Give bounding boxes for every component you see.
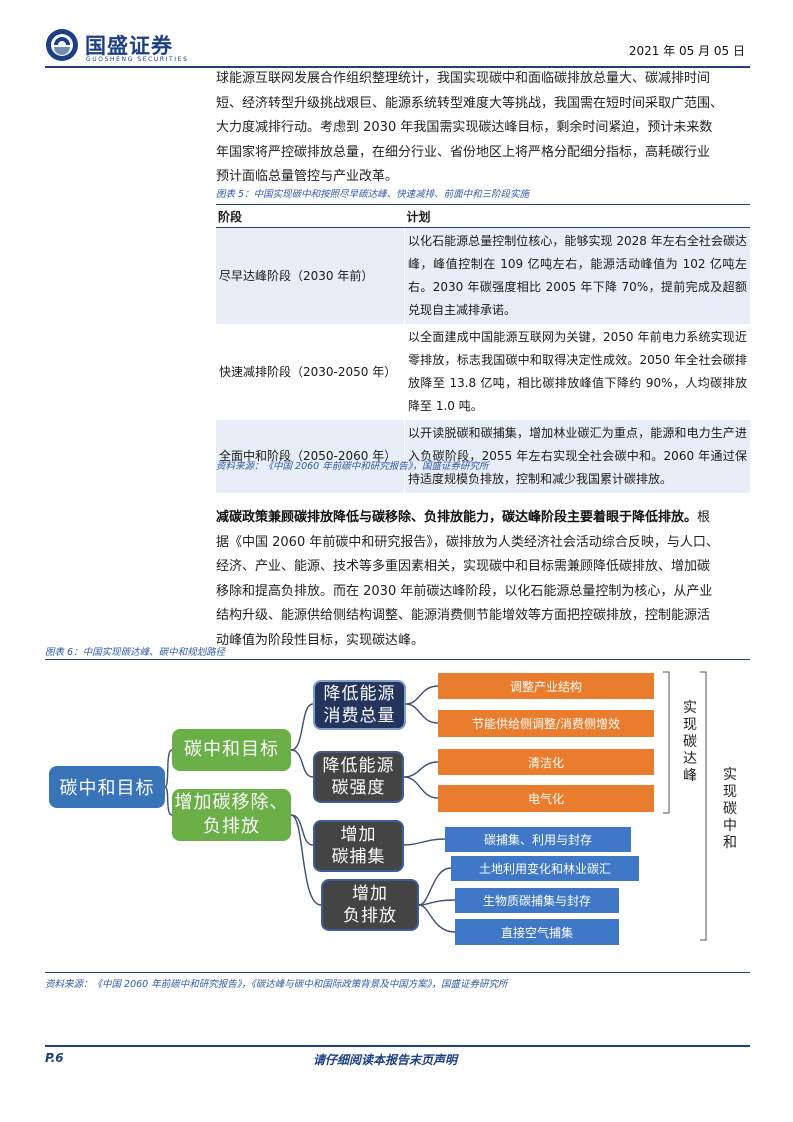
char: 实 bbox=[683, 700, 697, 716]
table5-source: 资料来源：《中国 2060 年前碳中和研究报告》，国盛证券研究所 bbox=[216, 461, 489, 472]
node-line: 增加 bbox=[340, 825, 377, 845]
node-line: 碳捕集 bbox=[331, 847, 386, 867]
key-sentence: 减碳政策兼顾碳排放降低与碳移除、负排放能力，碳达峰阶段主要着眼于降低排放。 bbox=[216, 510, 698, 525]
intro-paragraph: 球能源互联网发展合作组织整理统计，我国实现碳中和面临碳排放总量大、碳减排时间 短… bbox=[216, 67, 750, 190]
char: 实 bbox=[723, 767, 737, 783]
text-fragment: 根 bbox=[697, 510, 711, 525]
figure-bottom-rule bbox=[45, 972, 750, 973]
label-achieve-neutrality: 实 现 碳 中 和 bbox=[721, 767, 739, 852]
node-carbon-removal: 增加碳移除、 负排放 bbox=[172, 789, 291, 841]
node-carbon-neutral-goal: 碳中和目标 bbox=[172, 729, 291, 771]
leaf-electrification: 电气化 bbox=[438, 785, 654, 812]
leaf-clean-energy: 清洁化 bbox=[438, 749, 654, 775]
char: 中 bbox=[723, 818, 737, 834]
header-plan: 计划 bbox=[404, 205, 750, 228]
header-stage: 阶段 bbox=[216, 205, 405, 228]
text-line: 球能源互联网发展合作组织整理统计，我国实现碳中和面临碳排放总量大、碳减排时间 bbox=[216, 71, 711, 86]
node-line: 降低能源 bbox=[322, 756, 395, 776]
logo-mark-icon bbox=[46, 29, 78, 61]
text-line: 短、经济转型升级挑战艰巨、能源系统转型难度大等挑战，我国需在短时间采取广范围、 bbox=[216, 95, 724, 111]
stage-cell: 全面中和阶段（2050-2060 年） bbox=[216, 420, 405, 493]
footer-divider bbox=[45, 1045, 750, 1047]
char: 碳 bbox=[683, 734, 697, 750]
text-line: 减碳政策兼顾碳排放降低与碳移除、负排放能力，碳达峰阶段主要着眼于降低排放。根 bbox=[216, 506, 750, 531]
node-increase-capture: 增加 碳捕集 bbox=[313, 820, 404, 872]
stage-cell: 快速减排阶段（2030-2050 年） bbox=[216, 324, 405, 420]
node-line: 降低能源 bbox=[323, 684, 396, 704]
node-line: 负排放 bbox=[343, 906, 397, 926]
policy-paragraph: 减碳政策兼顾碳排放降低与碳移除、负排放能力，碳达峰阶段主要着眼于降低排放。根 据… bbox=[216, 506, 750, 653]
leaf-adjust-industry-structure: 调整产业结构 bbox=[438, 673, 654, 699]
stage-plan-table: 阶段 计划 尽早达峰阶段（2030 年前） 以化石能源总量控制位核心，能够实现 … bbox=[216, 205, 750, 493]
leaf-energy-efficiency: 节能供给侧调整/消费侧增效 bbox=[438, 710, 654, 737]
node-line: 增加 bbox=[352, 884, 388, 904]
leaf-land-use-forestry: 土地利用变化和林业碳汇 bbox=[451, 856, 639, 881]
char: 和 bbox=[723, 835, 737, 851]
label-achieve-peak: 实 现 碳 达 峰 bbox=[681, 700, 699, 785]
table-row: 全面中和阶段（2050-2060 年） 以开读脱碳和碳捕集，增加林业碳汇为重点，… bbox=[216, 420, 750, 493]
node-line: 消费总量 bbox=[323, 706, 396, 726]
char: 现 bbox=[683, 717, 697, 733]
node-increase-negative-emission: 增加 负排放 bbox=[321, 879, 419, 931]
report-date: 2021 年 05 月 05 日 bbox=[628, 44, 745, 58]
root-node-carbon-neutral-goal: 碳中和目标 bbox=[49, 766, 165, 808]
plan-cell: 以全面建成中国能源互联网为关键，2050 年前电力系统实现近零排放，标志我国碳中… bbox=[404, 324, 750, 420]
text-line: 预计面临总量管控与产业改革。 bbox=[216, 169, 399, 184]
plan-cell: 以化石能源总量控制位核心，能够实现 2028 年左右全社会碳达峰，峰值控制在 1… bbox=[404, 227, 750, 324]
node-line: 负排放 bbox=[203, 816, 260, 837]
text-line: 大力度减排行动。考虑到 2030 年我国需实现碳达峰目标，剩余时间紧迫，预计未来… bbox=[216, 120, 713, 135]
text-line: 移除和提高负排放。而在 2030 年前碳达峰阶段，以化石能源总量控制为核心，从产… bbox=[216, 583, 713, 599]
table5-caption: 图表 5：中国实现碳中和按照尽早碳达峰、快速减排、前面中和三阶段实施 bbox=[216, 189, 530, 200]
node-line: 增加碳移除、 bbox=[174, 792, 289, 813]
table-row: 快速减排阶段（2030-2050 年） 以全面建成中国能源互联网为关键，2050… bbox=[216, 324, 750, 420]
text-line: 据《中国 2060 年前碳中和研究报告》，碳排放为人类经济社会活动综合反映，与人… bbox=[216, 534, 719, 550]
company-logo: 国盛证券 GUOSHENG SECURITIES bbox=[45, 28, 225, 68]
char: 现 bbox=[723, 784, 737, 800]
table-header-row: 阶段 计划 bbox=[216, 205, 750, 228]
char: 达 bbox=[683, 751, 697, 767]
logo-text: 国盛证券 bbox=[85, 34, 173, 58]
table-row: 尽早达峰阶段（2030 年前） 以化石能源总量控制位核心，能够实现 2028 年… bbox=[216, 227, 750, 324]
node-reduce-carbon-intensity: 降低能源 碳强度 bbox=[313, 751, 404, 803]
leaf-direct-air-capture: 直接空气捕集 bbox=[455, 919, 619, 945]
leaf-bioenergy-ccs: 生物质碳捕集与封存 bbox=[455, 888, 619, 913]
figure-top-rule bbox=[45, 659, 750, 660]
table-top-rule bbox=[216, 204, 750, 205]
header-divider bbox=[45, 66, 750, 68]
char: 峰 bbox=[683, 768, 697, 784]
figure6-caption: 图表 6：中国实现碳达峰、碳中和规划路径 bbox=[45, 647, 226, 658]
node-line: 碳强度 bbox=[331, 778, 386, 798]
char: 碳 bbox=[723, 801, 737, 817]
text-line: 动峰值为阶段性目标，实现碳达峰。 bbox=[216, 632, 425, 648]
text-line: 经济、产业、能源、技术等多重因素相关，实现碳中和目标需兼顾降低碳排放、增加碳 bbox=[216, 559, 711, 574]
leaf-ccus: 碳捕集、利用与封存 bbox=[445, 827, 631, 852]
text-line: 年国家将严控碳排放总量，在细分行业、省份地区上将严格分配细分指标，高耗碳行业 bbox=[216, 144, 711, 160]
figure6-source: 资料来源：《中国 2060 年前碳中和研究报告》，《碳达峰与碳中和国际政策背景及… bbox=[45, 979, 508, 990]
footer-disclaimer: 请仔细阅读本报告末页声明 bbox=[313, 1053, 458, 1067]
logo-english: GUOSHENG SECURITIES bbox=[86, 56, 189, 63]
text-line: 结构升级、能源供给侧结构调整、能源消费侧节能增效等方面把控碳排放，控制能源活 bbox=[216, 608, 711, 623]
plan-cell: 以开读脱碳和碳捕集，增加林业碳汇为重点，能源和电力生产进入负碳阶段，2055 年… bbox=[404, 420, 750, 493]
stage-cell: 尽早达峰阶段（2030 年前） bbox=[216, 227, 405, 324]
node-reduce-energy-consumption: 降低能源 消费总量 bbox=[313, 680, 406, 730]
page-number: P.6 bbox=[45, 1051, 64, 1065]
